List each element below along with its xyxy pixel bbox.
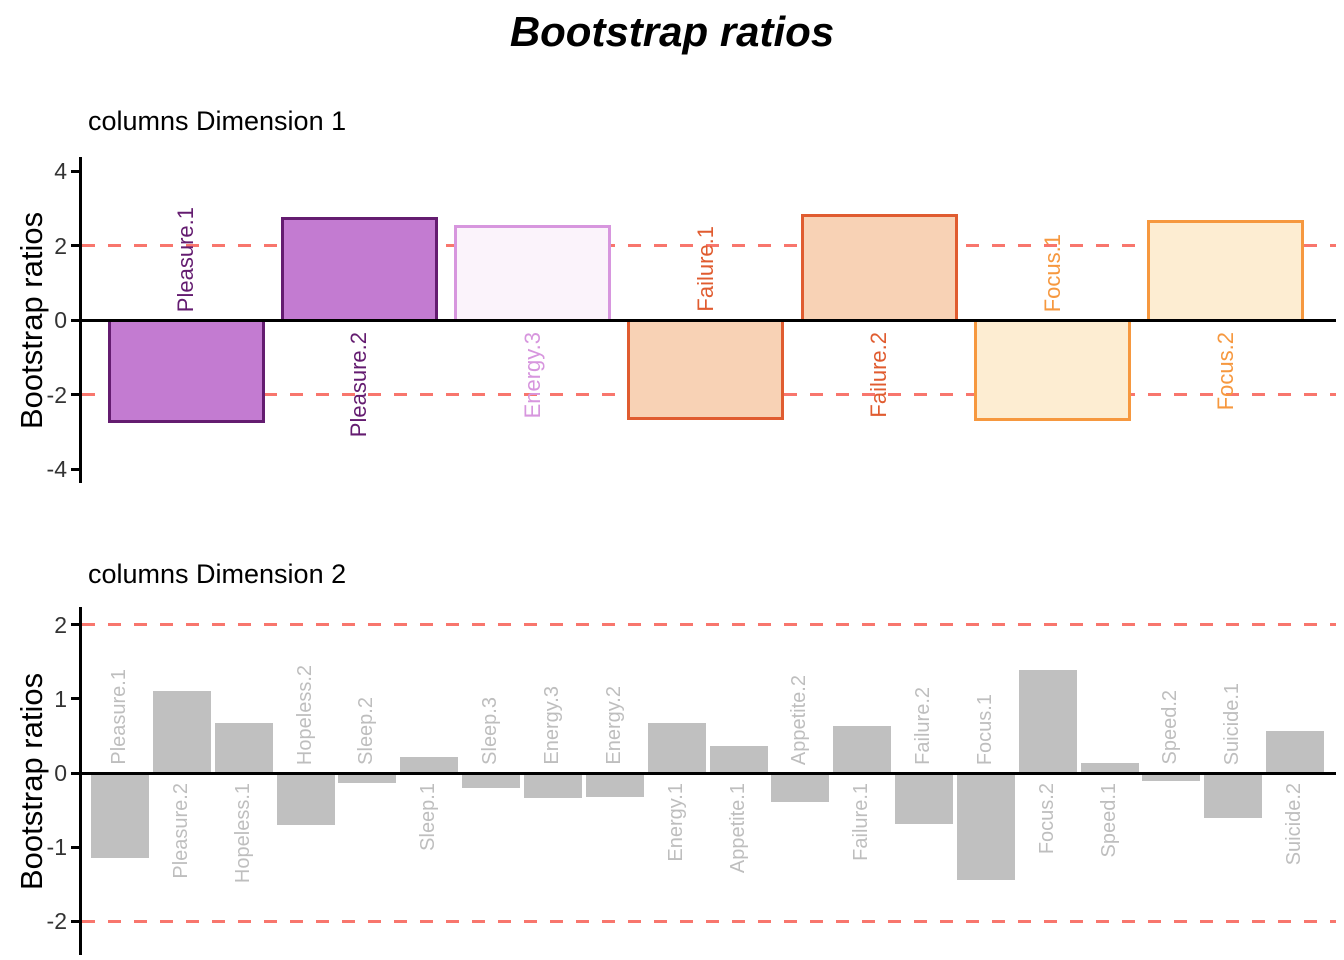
bar [280, 216, 438, 322]
bar [1018, 669, 1077, 775]
bar-label: Pleasure.1 [173, 206, 198, 312]
y-axis-line [79, 607, 82, 955]
chart-title: Bootstrap ratios [509, 8, 835, 55]
bar-label: Pleasure.2 [346, 332, 372, 438]
tick-mark [71, 318, 80, 322]
bar [627, 319, 785, 420]
bar [771, 772, 830, 802]
bar [338, 772, 397, 784]
bar-label: Hopeless.2 [293, 664, 316, 765]
bar-label: Energy.3 [519, 332, 545, 419]
bar [956, 772, 1015, 880]
bar [152, 690, 211, 775]
bar-label: Sleep.1 [417, 783, 440, 851]
bar-label: Energy.1 [664, 783, 687, 862]
tick-label: 2 [54, 611, 67, 638]
threshold-line [82, 244, 1336, 247]
bar-label: Failure.2 [866, 332, 892, 418]
bar-label: Focus.1 [1039, 233, 1065, 312]
bar-label: Pleasure.2 [169, 783, 192, 879]
bar [1204, 772, 1263, 819]
tick-label: 2 [54, 232, 67, 259]
tick-mark [71, 393, 80, 396]
bar-label: Speed.2 [1159, 690, 1182, 765]
bar [895, 772, 954, 825]
bar [647, 722, 706, 775]
tick-mark [71, 169, 80, 173]
bar-label: Appetite.1 [726, 783, 749, 874]
bar [276, 772, 335, 825]
bar [585, 772, 644, 798]
bar-label: Focus.2 [1212, 332, 1238, 411]
panel1-subtitle: columns Dimension 1 [88, 106, 347, 136]
tick-mark [71, 771, 80, 775]
bar [107, 319, 265, 423]
bar [462, 772, 521, 788]
bar-label: Failure.1 [692, 226, 718, 312]
tick-mark [71, 845, 80, 849]
tick-label: -2 [46, 381, 67, 408]
bar [800, 213, 958, 322]
bar [1147, 219, 1305, 322]
tick-mark [71, 244, 80, 247]
bar-label: Speed.1 [1097, 783, 1120, 858]
bar [974, 319, 1131, 422]
bar [1266, 731, 1325, 775]
bar-label: Failure.2 [912, 687, 935, 765]
bar-label: Hopeless.1 [231, 783, 254, 884]
bar-label: Suicide.1 [1221, 682, 1244, 765]
bar-label: Suicide.2 [1283, 783, 1306, 866]
bar-label: Appetite.2 [788, 674, 811, 765]
bar-label: Focus.2 [1035, 783, 1058, 855]
tick-label: 1 [54, 685, 67, 712]
tick-mark [71, 919, 80, 923]
bar-label: Focus.1 [973, 693, 996, 765]
tick-mark [71, 623, 80, 627]
bar-label: Failure.1 [850, 783, 873, 861]
bar [454, 224, 612, 322]
tick-label: 0 [54, 760, 67, 786]
tick-label: -4 [46, 456, 67, 482]
tick-mark [71, 467, 80, 471]
bar [1080, 763, 1139, 775]
tick-mark [71, 697, 80, 701]
tick-label: 0 [54, 307, 67, 333]
bar [523, 772, 582, 799]
bar [214, 723, 273, 775]
panel2-subtitle: columns Dimension 2 [88, 559, 347, 589]
bar-label: Energy.2 [602, 686, 625, 765]
bar-label: Pleasure.1 [108, 669, 130, 765]
bar-label: Sleep.3 [479, 697, 502, 765]
bar [833, 725, 892, 775]
zero-line [80, 318, 1336, 322]
bar-label: Sleep.2 [355, 697, 378, 765]
tick-label: -2 [46, 908, 67, 935]
threshold-line [82, 623, 1336, 627]
tick-label: 4 [54, 158, 67, 184]
zero-line [80, 771, 1336, 775]
tick-label: -1 [46, 834, 67, 861]
bar [400, 757, 459, 775]
y-axis-line [79, 157, 82, 483]
bar [709, 745, 768, 775]
bar [91, 772, 149, 859]
bar-label: Energy.3 [540, 686, 563, 765]
bar [1142, 772, 1201, 782]
threshold-line [82, 919, 1336, 923]
